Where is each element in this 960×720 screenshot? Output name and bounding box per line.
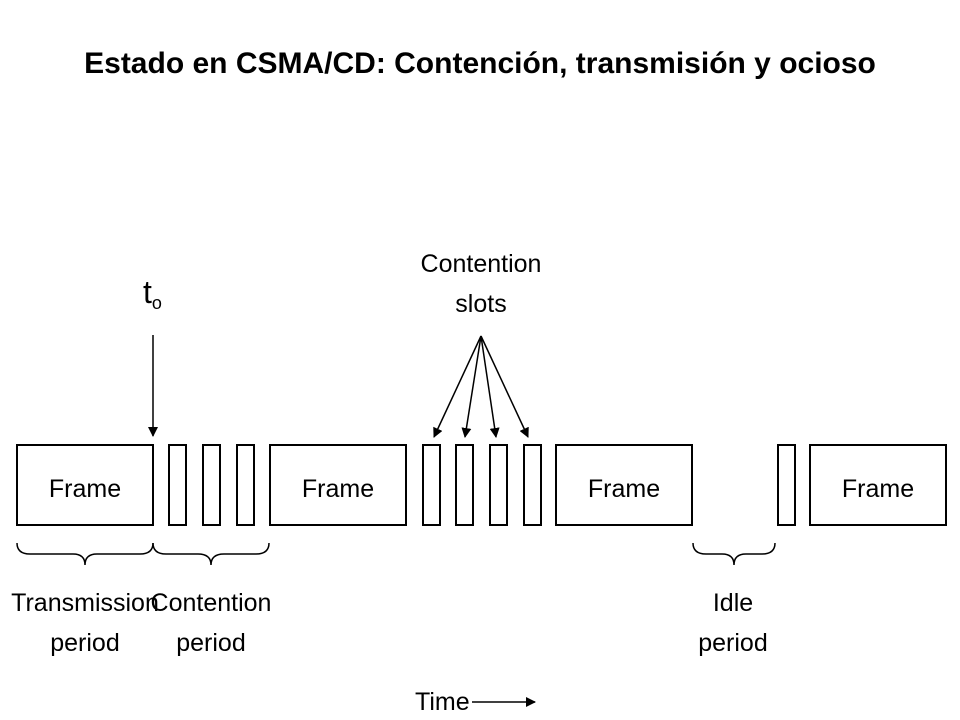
t0-marker: to [143,274,162,437]
frame-1: Frame [16,444,154,526]
contention-slot-3 [236,444,255,526]
frame-3-label: Frame [588,475,660,503]
idle-period-label-line2: period [698,629,768,657]
contention-slot-1 [168,444,187,526]
transmission-period-label-line2: period [50,629,120,657]
t0-label: to [143,274,162,313]
transmission-period-brace [16,542,154,566]
slot-pointer-arrow-1 [433,335,482,438]
idle-period-brace [692,542,776,566]
contention-slot-2 [202,444,221,526]
frame-4: Frame [809,444,947,526]
contention-slot-7 [523,444,542,526]
time-axis: Time [415,688,536,716]
frame-3: Frame [555,444,693,526]
contention-slot-6 [489,444,508,526]
contention-slot-4 [422,444,441,526]
transmission-period-label-line1: Transmission [11,589,159,617]
frame-2-label: Frame [302,475,374,503]
frame-2: Frame [269,444,407,526]
contention-period-label-line1: Contention [151,589,272,617]
contention-slots-annotation: Contention slots [421,250,542,438]
idle-period-label-line1: Idle [713,589,753,617]
frame-4-label: Frame [842,475,914,503]
contention-slots-label-line2: slots [455,290,506,318]
slot-pointer-arrow-2 [461,335,482,438]
slot-pointer-arrow-4 [480,335,529,438]
slide-title: Estado en CSMA/CD: Contención, transmisi… [84,47,876,80]
time-label: Time [415,688,470,716]
frame-1-label: Frame [49,475,121,503]
contention-slots-label-line1: Contention [421,250,542,278]
slot-pointer-arrow-3 [480,335,500,438]
contention-period-label-line2: period [176,629,246,657]
contention-slot-8 [777,444,796,526]
contention-slot-5 [455,444,474,526]
contention-period-brace [152,542,270,566]
